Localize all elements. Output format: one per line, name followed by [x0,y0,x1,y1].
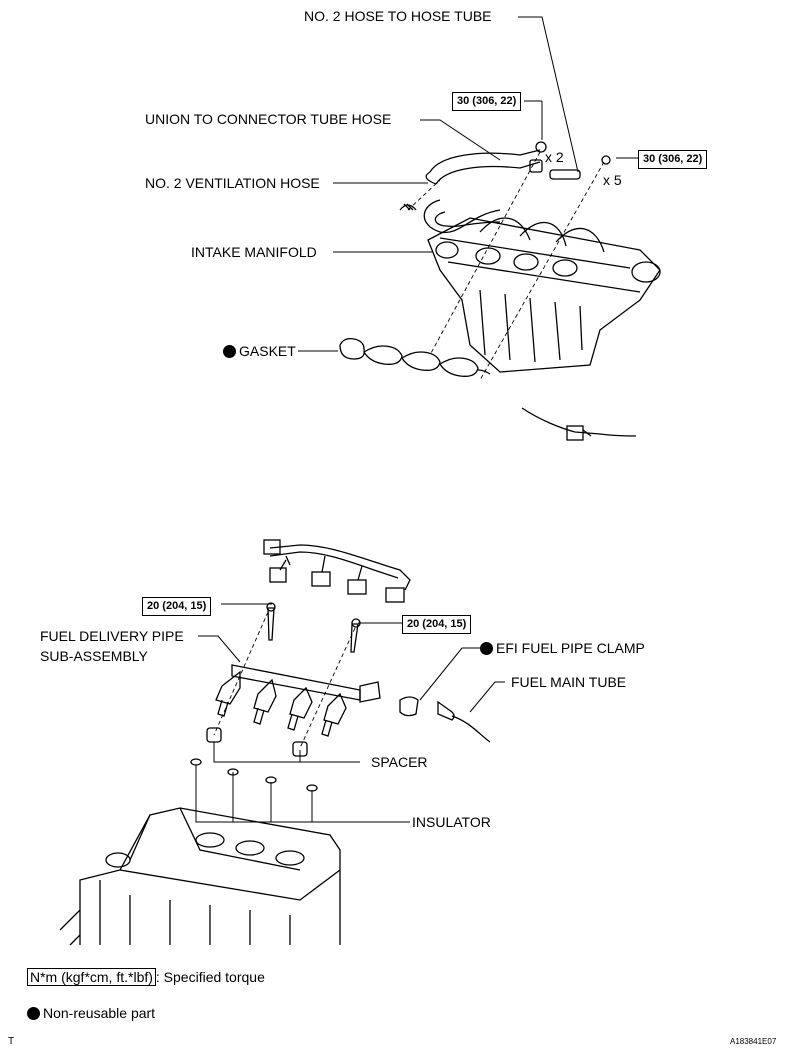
alignment-lines [213,151,605,749]
gasket-label: GASKET [223,343,296,359]
non-reusable-dot-icon [223,345,236,358]
torque-spec-20-right: 20 (204, 15) [402,615,472,634]
legend-torque: N*m (kgf*cm, ft.*lbf): Specified torque [27,968,265,986]
union-to-connector-tube-hose-label: UNION TO CONNECTOR TUBE HOSE [145,111,392,127]
efi-clamp-and-fuel-tube [399,696,491,743]
torque-spec-20-left: 20 (204, 15) [142,597,212,616]
fuel-delivery-pipe [215,664,381,737]
figure-code: A183841E07 [730,1037,777,1046]
efi-fuel-pipe-clamp-text: EFI FUEL PIPE CLAMP [496,640,645,656]
torque-spec-30-top: 30 (306, 22) [452,92,522,111]
legend-nonreusable: Non-reusable part [27,1005,155,1021]
non-reusable-dot-icon [27,1007,40,1020]
intake-manifold [427,217,661,373]
bolt-count-x5: x 5 [603,172,622,188]
leader-lines [195,16,638,823]
footer-left-mark: T [8,1036,15,1047]
legend-nonreusable-text: Non-reusable part [43,1005,156,1021]
insulator-label: INSULATOR [412,814,491,830]
cylinder-head [59,807,341,946]
delivery-pipe-bolts [266,602,361,653]
gasket [339,337,491,377]
legend-torque-box: N*m (kgf*cm, ft.*lbf) [27,968,156,986]
spacer-label: SPACER [371,754,428,770]
intake-manifold-label: INTAKE MANIFOLD [191,244,317,260]
bolt-count-x2: x 2 [545,149,564,165]
ventilation-hoses [399,141,611,234]
spacers-insulators [190,727,318,792]
no2-hose-to-hose-tube-label: NO. 2 HOSE TO HOSE TUBE [304,8,492,24]
fuel-main-tube-label: FUEL MAIN TUBE [511,674,627,690]
legend-torque-text: : Specified torque [155,969,265,985]
non-reusable-dot-icon [480,642,493,655]
no2-ventilation-hose-label: NO. 2 VENTILATION HOSE [145,175,320,191]
gasket-label-text: GASKET [239,343,296,359]
torque-spec-30-right: 30 (306, 22) [638,150,708,169]
fuel-delivery-pipe-label-line1: FUEL DELIVERY PIPE [40,628,184,644]
efi-fuel-pipe-clamp-label: EFI FUEL PIPE CLAMP [480,640,645,656]
connector-harness-small [521,407,637,441]
fuel-delivery-pipe-label-line2: SUB-ASSEMBLY [40,648,148,664]
wire-harness [263,539,411,603]
